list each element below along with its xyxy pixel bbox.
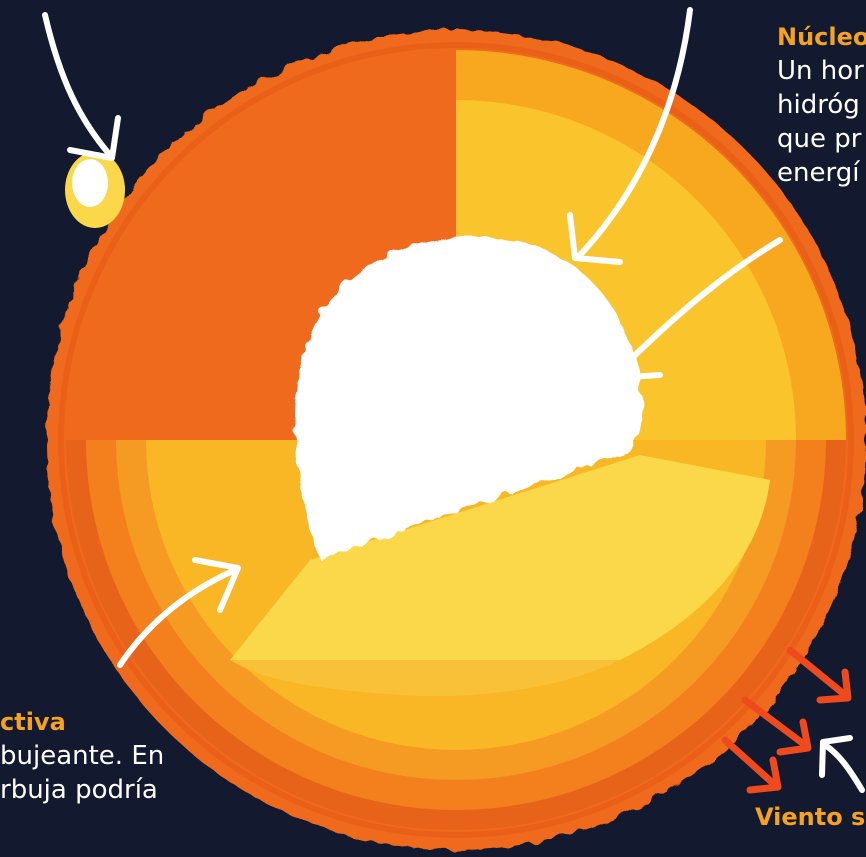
wind-return-arrow-icon (822, 738, 862, 790)
wind-arrow-icon (790, 650, 848, 700)
wind-arrow-icon (725, 740, 778, 790)
core-label-line: Un hor (777, 54, 866, 88)
convective-label-line: bujeante. En (0, 739, 164, 773)
wind-arrow-icon (745, 700, 808, 752)
arrow-to-sunspot-icon (45, 15, 118, 158)
core-label: Núcleo Un hor hidróg que pr energí (777, 20, 866, 190)
wind-label-title: Viento s (755, 800, 865, 834)
core-label-title: Núcleo (777, 20, 866, 54)
core-label-line: que pr (777, 122, 866, 156)
core-label-line: hidróg (777, 88, 866, 122)
convective-label-title: ctiva (0, 705, 164, 739)
core-label-line: energí (777, 156, 866, 190)
sunspot-icon (65, 152, 125, 228)
convective-zone-label: ctiva bujeante. En rbuja podría (0, 705, 164, 807)
solar-wind-label: Viento s (755, 800, 865, 834)
convective-label-line: rbuja podría (0, 773, 164, 807)
